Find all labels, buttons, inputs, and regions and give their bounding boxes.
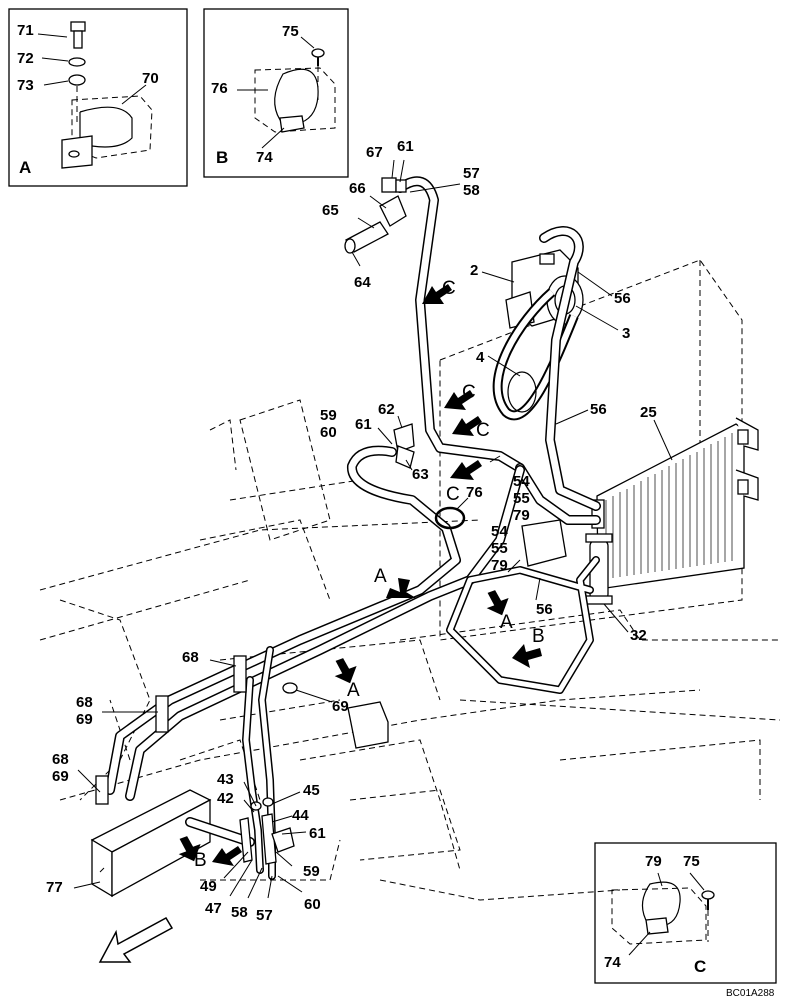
part-label-58-lower: 58 bbox=[231, 904, 248, 921]
part-label-76-main: 76 bbox=[466, 484, 483, 501]
part-label-59-lower: 59 bbox=[303, 863, 320, 880]
part-label-25: 25 bbox=[640, 404, 657, 421]
part-label-54-lower: 54 bbox=[491, 523, 508, 540]
view-mark-c: C bbox=[446, 484, 460, 505]
part-labels: 67 61 57 58 66 65 64 2 56 3 4 56 25 59 6… bbox=[46, 138, 657, 924]
view-mark-c: C bbox=[476, 420, 490, 441]
part-label-63: 63 bbox=[412, 466, 429, 483]
part-label-69-right: 69 bbox=[332, 698, 349, 715]
part-label-77: 77 bbox=[46, 879, 63, 896]
clamps-68-69 bbox=[95, 655, 298, 805]
view-mark-a: A bbox=[374, 566, 387, 587]
part-label-66: 66 bbox=[349, 180, 366, 197]
part-label-74-panel-c: 74 bbox=[604, 954, 621, 971]
part-label-2: 2 bbox=[470, 262, 478, 279]
view-mark-b: B bbox=[532, 626, 545, 647]
detail-panel-c: 79 75 74 C bbox=[594, 842, 777, 984]
part-label-74-panel-b: 74 bbox=[256, 149, 273, 166]
leader-lines bbox=[73, 159, 673, 899]
part-label-4: 4 bbox=[476, 349, 485, 366]
hose-fitting-62-63 bbox=[393, 423, 415, 469]
part-label-68-lower: 68 bbox=[52, 751, 69, 768]
bracket-icon bbox=[61, 95, 153, 169]
part-label-73: 73 bbox=[17, 77, 34, 94]
view-mark-a: A bbox=[347, 680, 360, 701]
clamp-icon bbox=[641, 881, 681, 935]
detail-panel-b: 75 76 74 B bbox=[203, 8, 349, 178]
part-label-55-upper: 55 bbox=[513, 490, 530, 507]
panel-letter-b: B bbox=[216, 148, 228, 167]
part-label-43: 43 bbox=[217, 771, 234, 788]
hose-bracket-54-55 bbox=[521, 519, 567, 567]
part-label-71: 71 bbox=[17, 22, 34, 39]
panel-letter-c: C bbox=[694, 957, 706, 976]
part-label-55-lower: 55 bbox=[491, 540, 508, 557]
part-label-44: 44 bbox=[292, 807, 309, 824]
part-label-49: 49 bbox=[200, 878, 217, 895]
part-label-59-upper: 59 bbox=[320, 407, 337, 424]
panel-letter-a: A bbox=[19, 158, 31, 177]
part-label-54-upper: 54 bbox=[513, 473, 530, 490]
detail-panel-a: 71 72 73 70 A bbox=[8, 8, 188, 187]
view-mark-a: A bbox=[500, 612, 513, 633]
view-mark-c: C bbox=[462, 382, 476, 403]
part-label-72: 72 bbox=[17, 50, 34, 67]
part-label-79-lower: 79 bbox=[491, 557, 508, 574]
part-label-56-compressor: 56 bbox=[614, 290, 631, 307]
part-label-56-middle: 56 bbox=[590, 401, 607, 418]
part-label-75-panel-c: 75 bbox=[683, 853, 700, 870]
part-label-61-middle: 61 bbox=[355, 416, 372, 433]
part-label-79-upper: 79 bbox=[513, 507, 530, 524]
view-direction-arrow-icon bbox=[178, 284, 542, 866]
refrigerant-hoses bbox=[105, 176, 601, 880]
part-label-65: 65 bbox=[322, 202, 339, 219]
box-component bbox=[347, 701, 389, 749]
part-label-64: 64 bbox=[354, 274, 371, 291]
part-label-62: 62 bbox=[378, 401, 395, 418]
condenser bbox=[591, 417, 759, 589]
part-label-69-lower: 69 bbox=[52, 768, 69, 785]
front-direction-arrow-icon bbox=[98, 916, 174, 963]
clamp-icon bbox=[274, 68, 319, 133]
part-label-45: 45 bbox=[303, 782, 320, 799]
part-label-61-top: 61 bbox=[397, 138, 414, 155]
part-label-32: 32 bbox=[630, 627, 647, 644]
part-label-56-lower: 56 bbox=[536, 601, 553, 618]
view-mark-b: B bbox=[194, 850, 207, 871]
part-label-3: 3 bbox=[622, 325, 630, 342]
part-label-67: 67 bbox=[366, 144, 383, 161]
part-label-79-panel-c: 79 bbox=[645, 853, 662, 870]
part-label-68-upper: 68 bbox=[182, 649, 199, 666]
drawing-code: BC01A288 bbox=[726, 988, 775, 999]
screw-icon bbox=[311, 48, 325, 66]
view-marks: C C C C A A A B B bbox=[194, 278, 545, 871]
part-label-57-lower: 57 bbox=[256, 907, 273, 924]
part-label-76-panel-b: 76 bbox=[211, 80, 228, 97]
part-label-68-middle: 68 bbox=[76, 694, 93, 711]
part-label-60-upper: 60 bbox=[320, 424, 337, 441]
part-label-60-lower: 60 bbox=[304, 896, 321, 913]
part-label-42: 42 bbox=[217, 790, 234, 807]
part-label-61-lower: 61 bbox=[309, 825, 326, 842]
part-label-57-top: 57 bbox=[463, 165, 480, 182]
screw-icon bbox=[701, 890, 715, 910]
part-label-70: 70 bbox=[142, 70, 159, 87]
view-mark-c: C bbox=[442, 278, 456, 299]
part-label-75-panel-b: 75 bbox=[282, 23, 299, 40]
air-duct bbox=[90, 789, 212, 898]
washer-icon bbox=[68, 57, 86, 67]
grommet-76 bbox=[434, 506, 466, 530]
bolt-icon bbox=[70, 21, 86, 49]
spring-washer-icon bbox=[68, 74, 86, 86]
part-label-58-top: 58 bbox=[463, 182, 480, 199]
hose-fittings-top bbox=[344, 177, 407, 254]
part-label-69-middle: 69 bbox=[76, 711, 93, 728]
part-label-47: 47 bbox=[205, 900, 222, 917]
